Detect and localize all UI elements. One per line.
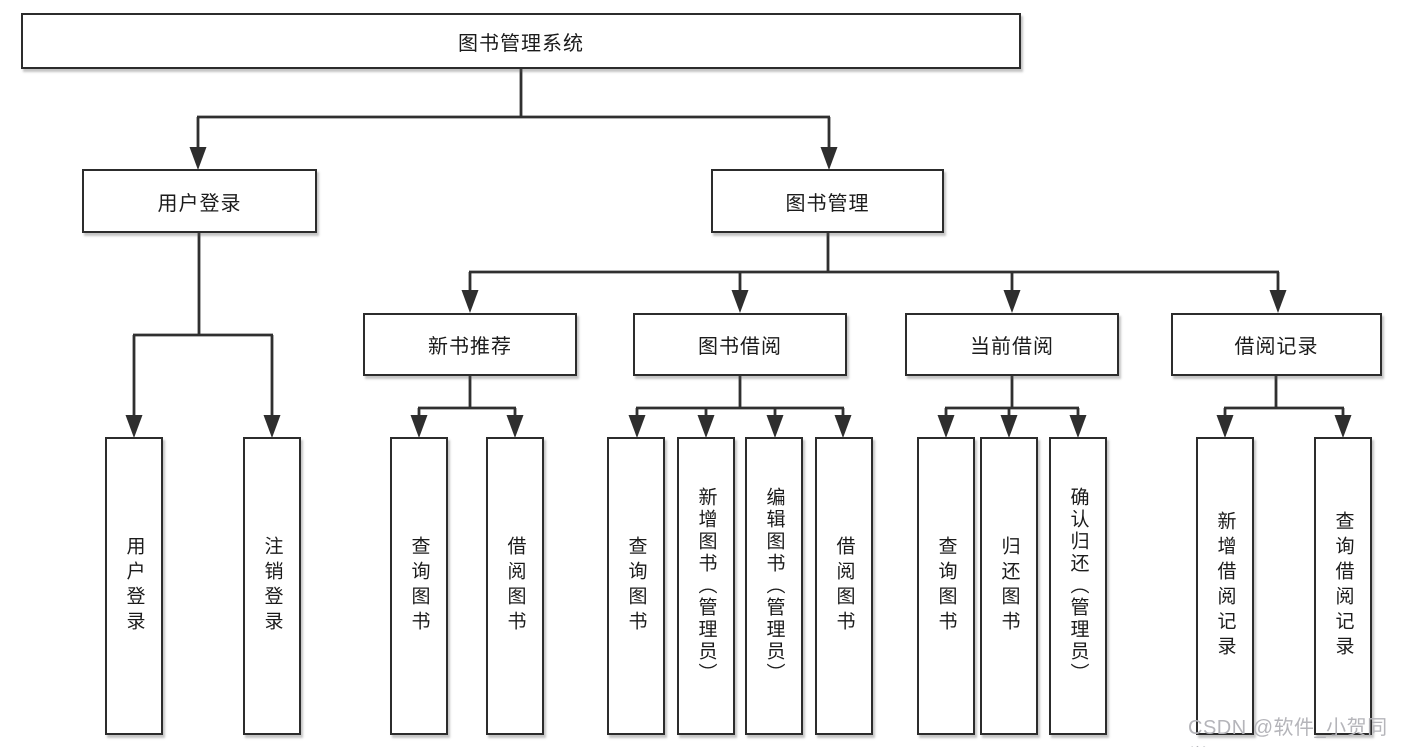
arrow-down-icon [1216, 415, 1234, 438]
leaf-add-borrow-record: 新增借阅记录 [1196, 437, 1254, 735]
connector [132, 233, 274, 416]
leaf-edit-books-admin: 编辑图书（管理员） [745, 437, 803, 735]
arrow-down-icon [731, 290, 749, 313]
leaf-confirm-return-admin: 确认归还（管理员） [1049, 437, 1107, 735]
connector [1223, 375, 1345, 417]
leaf-query-books-recommend: 查询图书 [390, 437, 448, 735]
csdn-watermark: CSDN @软件_小贺同学 [1188, 717, 1388, 747]
arrow-down-icon [628, 415, 646, 438]
arrow-down-icon [820, 147, 838, 170]
node-new-book-recommend: 新书推荐 [363, 313, 577, 376]
leaf-query-books-borrow: 查询图书 [607, 437, 665, 735]
leaf-logout: 注销登录 [243, 437, 301, 735]
node-book-borrow: 图书借阅 [633, 313, 847, 376]
node-root: 图书管理系统 [21, 13, 1021, 69]
arrow-down-icon [937, 415, 955, 438]
leaf-user-login: 用户登录 [105, 437, 163, 735]
arrow-down-icon [125, 415, 143, 438]
connector [468, 233, 1280, 292]
node-book-management: 图书管理 [711, 169, 944, 233]
leaf-return-books: 归还图书 [980, 437, 1038, 735]
arrow-down-icon [461, 290, 479, 313]
leaf-query-borrow-record: 查询借阅记录 [1314, 437, 1372, 735]
arrow-down-icon [766, 415, 784, 438]
arrow-down-icon [1003, 290, 1021, 313]
arrow-down-icon [189, 147, 207, 170]
arrow-down-icon [263, 415, 281, 438]
node-user-login: 用户登录 [82, 169, 317, 233]
connector [417, 375, 517, 417]
node-borrow-records: 借阅记录 [1171, 313, 1382, 376]
connector [635, 375, 845, 417]
leaf-add-books-admin: 新增图书（管理员） [677, 437, 735, 735]
arrow-down-icon [506, 415, 524, 438]
arrow-down-icon [697, 415, 715, 438]
connector [944, 375, 1080, 417]
leaf-borrow-books-recommend: 借阅图书 [486, 437, 544, 735]
arrow-down-icon [1000, 415, 1018, 438]
leaf-borrow-books: 借阅图书 [815, 437, 873, 735]
arrow-down-icon [834, 415, 852, 438]
arrow-down-icon [1069, 415, 1087, 438]
arrow-down-icon [410, 415, 428, 438]
arrow-down-icon [1269, 290, 1287, 313]
leaf-query-books-current: 查询图书 [917, 437, 975, 735]
connector [196, 69, 831, 148]
arrow-down-icon [1334, 415, 1352, 438]
node-current-borrow: 当前借阅 [905, 313, 1119, 376]
